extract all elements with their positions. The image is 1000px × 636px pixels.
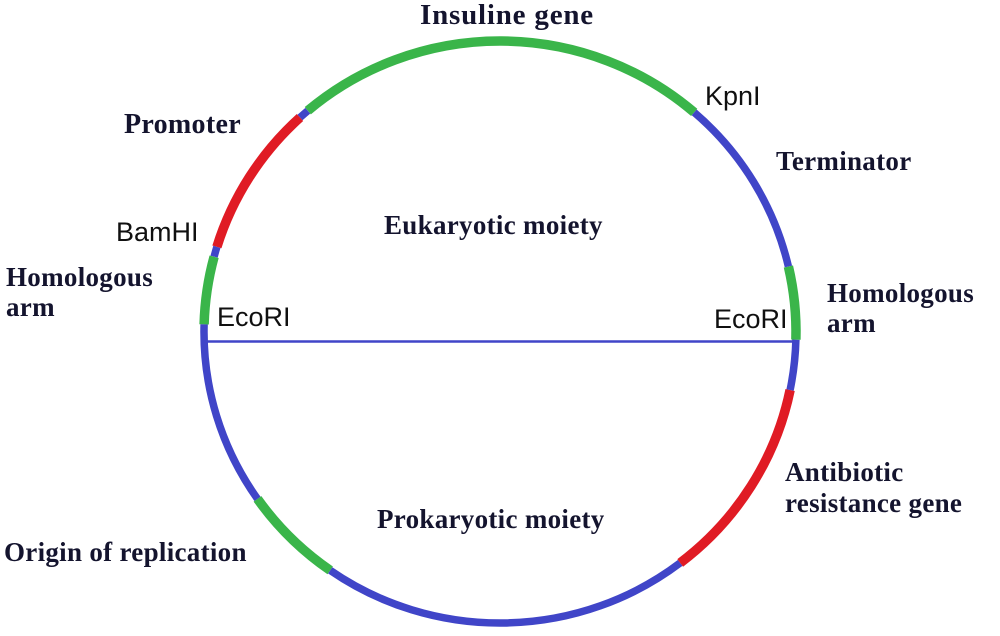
promoter-label: Promoter [124, 109, 241, 140]
homologous-arm-right-label: Homologous arm [827, 278, 975, 338]
terminator-arc [691, 109, 793, 268]
homologous-arm-left-label: Homologous arm [6, 262, 154, 322]
insulin-gene-label: Insuline gene [420, 0, 594, 31]
homologous-arm-left-arc [199, 255, 219, 325]
bamhi-site-label: BamHI [116, 217, 199, 247]
homologous-arm-right-arc [783, 265, 801, 340]
bottom-backbone-arc [328, 559, 683, 627]
antibiotic-resistance-gene-label: Antibiotic resistance gene [785, 457, 963, 518]
ecori-left-site-label: EcoRI [217, 302, 291, 332]
antibiotic-resistance-arc [677, 389, 795, 567]
promoter-arc [212, 113, 304, 249]
left-backbone-arc [200, 324, 261, 502]
insulin-gene-arc [304, 36, 698, 117]
right-backbone-arc [786, 339, 800, 391]
eukaryotic-moiety-label: Eukaryotic moiety [384, 210, 603, 240]
ecori-right-site-label: EcoRI [714, 304, 788, 334]
origin-of-replication-arc [253, 496, 333, 575]
bamhi-site-mark [210, 245, 221, 258]
promoter-boundary-mark [297, 107, 311, 121]
prokaryotic-moiety-label: Prokaryotic moiety [377, 504, 605, 534]
kpni-site-label: KpnI [705, 81, 761, 111]
terminator-label: Terminator [776, 146, 912, 176]
origin-of-replication-label: Origin of replication [4, 537, 247, 567]
